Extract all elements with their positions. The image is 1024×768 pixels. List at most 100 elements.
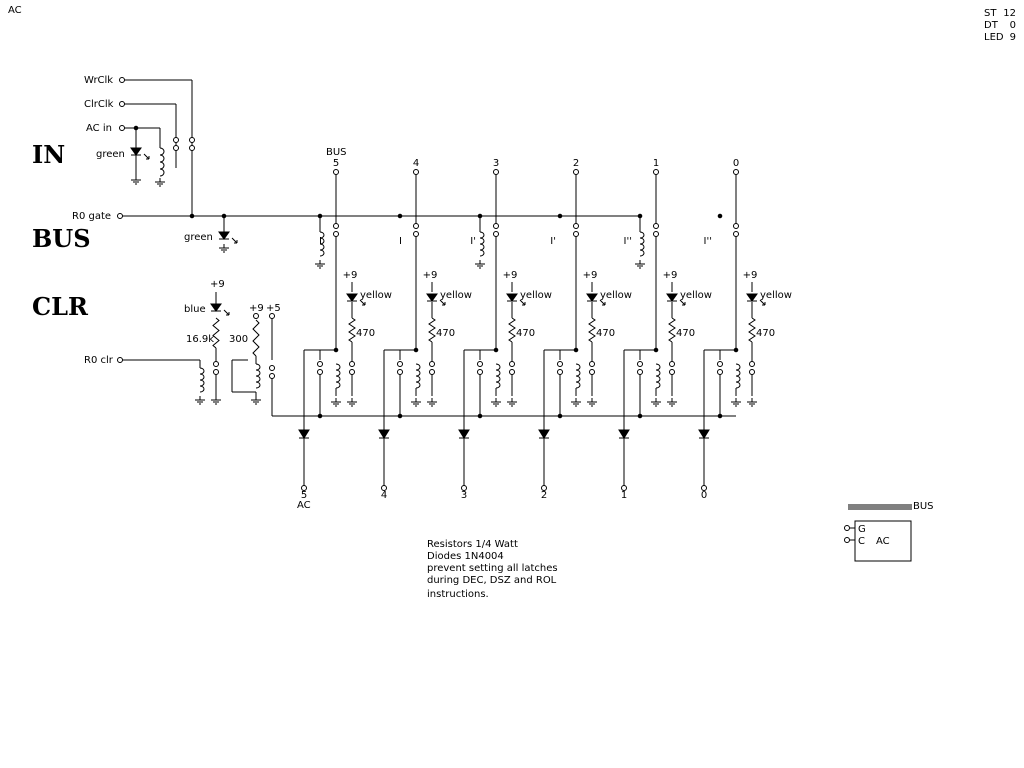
- terminal: [509, 361, 515, 367]
- supply-label-bit: +9: [343, 270, 358, 281]
- ground-symbol: [475, 263, 485, 269]
- led-symbol: [218, 231, 230, 240]
- terminal: [333, 223, 339, 229]
- ground-symbol: [251, 399, 261, 405]
- note-line: prevent setting all latches: [427, 563, 558, 574]
- relay-label: I: [319, 236, 322, 247]
- relay-label: I'': [704, 236, 712, 247]
- diode-symbol: [698, 429, 710, 439]
- terminal: [301, 485, 307, 491]
- input-label-ac-in: AC in: [86, 123, 112, 134]
- terminal: [349, 361, 355, 367]
- terminal: [477, 361, 483, 367]
- input-label-r0-clr: R0 clr: [84, 355, 114, 366]
- note-line: Resistors 1/4 Watt: [427, 539, 518, 550]
- terminal: [317, 369, 323, 375]
- terminal: [573, 169, 579, 175]
- supply-label-plus5: +5: [266, 303, 281, 314]
- ground-symbol: [211, 399, 221, 405]
- terminal: [213, 361, 219, 367]
- resistor-label-bit: 470: [436, 328, 455, 339]
- terminal: [119, 101, 125, 107]
- supply-label-bit: +9: [503, 270, 518, 281]
- supply-label-clr: +9: [210, 279, 225, 290]
- output-bit-number: 2: [541, 490, 547, 501]
- terminal: [589, 361, 595, 367]
- led-label-bit: yellow: [520, 290, 552, 301]
- ground-symbol: [411, 401, 421, 407]
- junction-dot: [557, 213, 563, 219]
- terminal: [189, 137, 195, 143]
- terminal: [493, 223, 499, 229]
- junction-dot: [717, 413, 723, 419]
- ground-symbol: [491, 401, 501, 407]
- resistor: [588, 317, 596, 343]
- junction-dot: [477, 213, 483, 219]
- led-arrow: [439, 299, 446, 306]
- terminal: [173, 145, 179, 151]
- led-arrow: [519, 299, 526, 306]
- junction-dot: [221, 213, 227, 219]
- output-bit-number: 3: [461, 490, 467, 501]
- led-arrow: [759, 299, 766, 306]
- terminal: [717, 369, 723, 375]
- junction-dot: [413, 347, 419, 353]
- junction-dot: [317, 413, 323, 419]
- ground-symbol: [195, 399, 205, 405]
- bus-label: BUS: [326, 147, 347, 158]
- terminal: [413, 223, 419, 229]
- bus-bit-number: 3: [493, 158, 499, 169]
- resistor: [508, 317, 516, 343]
- terminal: [637, 369, 643, 375]
- resistor: [668, 317, 676, 343]
- relay-coil: [159, 147, 165, 177]
- terminal: [589, 369, 595, 375]
- module-pin-c: C: [858, 536, 865, 547]
- notes-block: Resistors 1/4 Watt Diodes 1N4004 prevent…: [427, 539, 558, 600]
- resistor-label-bit: 470: [676, 328, 695, 339]
- diode-symbol: [618, 429, 630, 439]
- relay-label: I': [470, 236, 476, 247]
- relay-coil: [335, 363, 341, 389]
- stat-key-led: LED: [984, 32, 1004, 43]
- led-symbol: [506, 293, 518, 302]
- module-bus-label: BUS: [913, 501, 934, 512]
- terminal: [733, 169, 739, 175]
- terminal: [213, 369, 219, 375]
- junction-dot: [333, 347, 339, 353]
- terminal: [381, 485, 387, 491]
- relay-coil: [575, 363, 581, 389]
- terminal: [733, 231, 739, 237]
- terminal: [653, 169, 659, 175]
- bus-bit-number: 2: [573, 158, 579, 169]
- terminal: [477, 369, 483, 375]
- page-title: AC: [8, 5, 22, 16]
- resistor-label-bit: 470: [756, 328, 775, 339]
- led-symbol: [586, 293, 598, 302]
- relay-coil: [415, 363, 421, 389]
- terminal: [119, 125, 125, 131]
- resistor-label-16k9: 16.9k: [186, 334, 214, 345]
- led-symbol: [746, 293, 758, 302]
- supply-label-bit: +9: [583, 270, 598, 281]
- terminal: [413, 169, 419, 175]
- module-pin-g: G: [858, 524, 866, 535]
- stat-value-dt: 0: [1010, 20, 1016, 31]
- bus-bit-number: 5: [333, 158, 339, 169]
- resistor: [252, 319, 260, 357]
- note-line: instructions.: [427, 589, 489, 600]
- ground-symbol: [347, 401, 357, 407]
- terminal: [701, 485, 707, 491]
- terminal: [119, 77, 125, 83]
- output-bit-number: 1: [621, 490, 627, 501]
- ground-symbol: [427, 401, 437, 407]
- led-arrow: [599, 299, 606, 306]
- terminal: [717, 361, 723, 367]
- diode-symbol: [538, 429, 550, 439]
- relay-label: I': [550, 236, 556, 247]
- resistor-label-bit: 470: [596, 328, 615, 339]
- ground-symbol: [219, 247, 229, 253]
- diode-symbol: [298, 429, 310, 439]
- out-label-ac: AC: [297, 500, 311, 511]
- led-label-clr: blue: [184, 304, 206, 315]
